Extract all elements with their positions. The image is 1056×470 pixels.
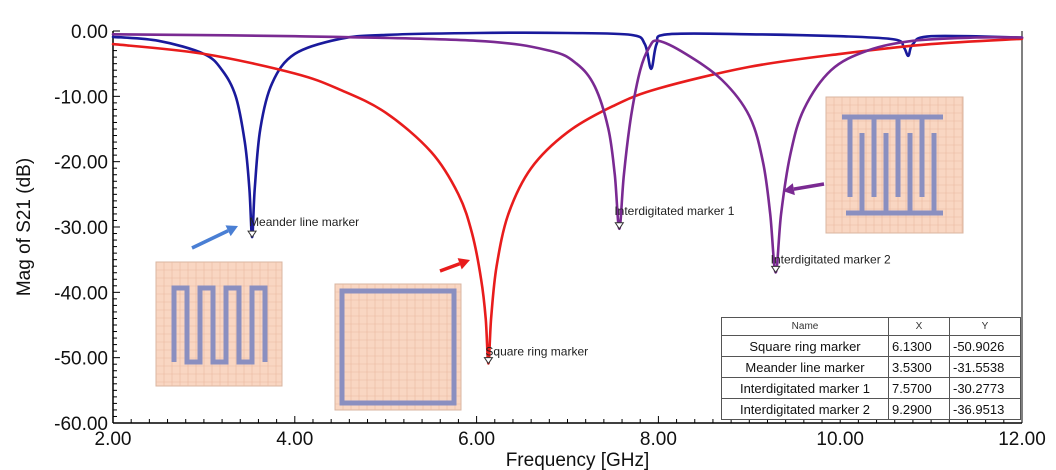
marker-triangle — [483, 357, 494, 365]
marker-triangle — [770, 265, 781, 274]
y-tick-label: -20.00 — [54, 153, 108, 174]
x-tick-label: 4.00 — [276, 429, 313, 450]
marker-label: Interdigitated marker 2 — [771, 252, 891, 266]
marker-table-cell: 3.5300 — [888, 356, 950, 378]
interdigitated-inset — [825, 96, 964, 234]
meander-arrow — [191, 225, 238, 250]
arrow-shaft — [439, 262, 461, 273]
y-axis-label: Mag of S21 (dB) — [14, 158, 35, 296]
marker-table-cell: Interdigitated marker 1 — [721, 377, 889, 399]
inset-background — [334, 283, 462, 411]
marker-table-cell: 9.2900 — [888, 398, 950, 420]
marker-table-cell: -36.9513 — [949, 398, 1021, 420]
y-tick-label: -50.00 — [54, 349, 108, 370]
arrow-head — [457, 258, 470, 270]
arrow-shaft — [793, 182, 825, 191]
interdigitated-arrow — [783, 182, 825, 196]
y-tick-label: -40.00 — [54, 283, 108, 304]
marker-table-row: Interdigitated marker 1 7.5700 -30.2773 — [721, 377, 1021, 399]
y-tick-label: -60.00 — [54, 414, 108, 435]
square-ring-trace — [339, 288, 457, 406]
marker-table-row: Interdigitated marker 2 9.2900 -36.9513 — [721, 398, 1021, 420]
marker-table-cell: -30.2773 — [949, 377, 1021, 399]
meander-line-inset — [155, 261, 283, 387]
marker-label: Square ring marker — [485, 345, 588, 359]
marker-table-row: Square ring marker 6.1300 -50.9026 — [721, 335, 1021, 357]
marker-table-cell: -31.5538 — [949, 356, 1021, 378]
marker-table-cell: -50.9026 — [949, 335, 1021, 357]
meander-trace — [171, 285, 268, 365]
y-tick-label: -10.00 — [54, 87, 108, 108]
x-tick-label: 10.00 — [816, 429, 864, 450]
x-tick-label: 8.00 — [640, 429, 677, 450]
y-tick-label: 0.00 — [71, 22, 108, 43]
marker-table-row: Meander line marker 3.5300 -31.5538 — [721, 356, 1021, 378]
x-tick-label: 12.00 — [998, 429, 1046, 450]
square-ring-arrow — [439, 258, 470, 273]
marker-triangle — [614, 222, 625, 230]
arrow-head — [783, 183, 795, 196]
x-tick-label: 2.00 — [95, 429, 132, 450]
marker-label: Interdigitated marker 1 — [614, 204, 734, 218]
x-tick-label: 6.00 — [458, 429, 495, 450]
marker-label: Meander line marker — [249, 215, 359, 229]
square-ring-inset — [334, 283, 462, 411]
x-axis-label: Frequency [GHz] — [506, 450, 650, 470]
series-line-2 — [111, 37, 1024, 365]
marker-table-header: Y — [949, 317, 1021, 336]
marker-table-cell: Interdigitated marker 2 — [721, 398, 889, 420]
marker-table-cell: Square ring marker — [721, 335, 889, 357]
inset-background — [155, 261, 283, 387]
marker-table: Name X Y Square ring marker 6.1300 -50.9… — [721, 317, 1021, 420]
marker-table-header: Name — [721, 317, 889, 336]
arrow-head — [225, 225, 238, 237]
marker-triangle — [247, 230, 258, 239]
marker-table-header: X — [888, 317, 950, 336]
marker-table-header-row: Name X Y — [721, 317, 1021, 336]
marker-table-cell: 6.1300 — [888, 335, 950, 357]
arrow-shaft — [191, 229, 229, 250]
y-tick-label: -30.00 — [54, 218, 108, 239]
marker-table-cell: Meander line marker — [721, 356, 889, 378]
series-line-3 — [111, 33, 1024, 274]
marker-table-cell: 7.5700 — [888, 377, 950, 399]
